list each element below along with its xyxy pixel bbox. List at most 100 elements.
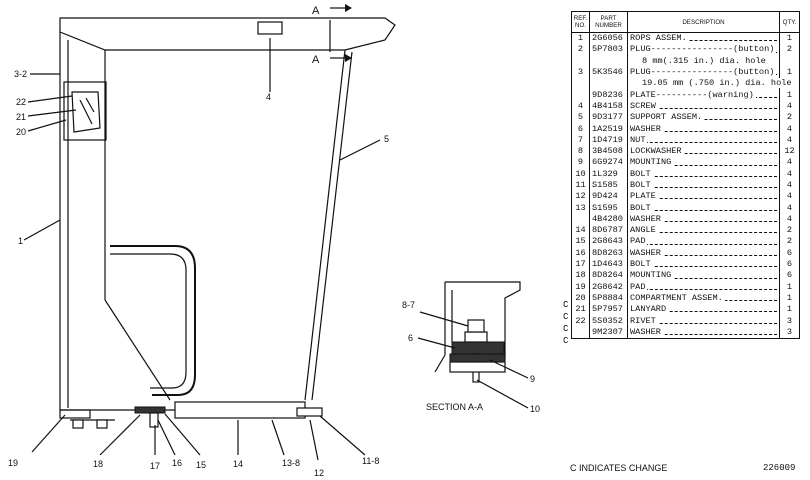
callout-1: 1 — [18, 236, 23, 246]
parts-table-header: REF. NO. PART NUMBER DESCRIPTION QTY. — [571, 11, 800, 33]
change-legend: C INDICATES CHANGE — [570, 463, 668, 473]
row-description: BOLT — [627, 258, 780, 271]
row-part-number: 2G6056 — [589, 32, 628, 45]
callout-9: 9 — [530, 374, 535, 384]
row-quantity: 1 — [779, 281, 800, 293]
row-part-number: 9D424 — [589, 191, 628, 203]
callout-11-8: 11-8 — [362, 456, 379, 466]
table-row: 8 mm(.315 in.) dia. hole — [571, 55, 800, 67]
row-description: 19.05 mm (.750 in.) dia. hole — [627, 78, 794, 90]
row-ref-no: 14 — [571, 225, 590, 237]
row-description: PLATE — [627, 191, 780, 203]
callout-16: 16 — [172, 458, 182, 468]
rops-frame — [59, 4, 396, 429]
callout-5: 5 — [384, 134, 389, 144]
row-description: SUPPORT ASSEM. — [627, 112, 780, 124]
row-ref-no — [571, 78, 590, 90]
row-quantity: 6 — [779, 247, 800, 259]
row-quantity: 4 — [779, 179, 800, 192]
row-description: NUT — [627, 134, 780, 146]
row-quantity: 4 — [779, 168, 800, 180]
callout-19: 19 — [8, 458, 18, 468]
section-a-a-detail — [417, 281, 529, 409]
row-ref-no: 18 — [571, 270, 590, 282]
row-quantity: 4 — [779, 213, 800, 226]
row-quantity — [779, 55, 800, 67]
row-quantity: 1 — [779, 66, 800, 79]
row-ref-no: 6 — [571, 123, 590, 135]
row-part-number: 8D8264 — [589, 270, 628, 282]
row-part-number: 5S0352 — [589, 315, 628, 327]
row-part-number — [589, 78, 628, 90]
row-description: PAD — [627, 281, 780, 293]
row-ref-no: 12 — [571, 191, 590, 203]
callout-21: 21 — [16, 112, 26, 122]
row-part-number: 5P7803 — [589, 44, 628, 56]
row-ref-no: 15 — [571, 236, 590, 248]
row-ref-no: 8 — [571, 145, 590, 158]
callout-13-8: 13-8 — [282, 458, 300, 468]
row-ref-no: 2 — [571, 44, 590, 56]
header-ref: REF. NO. — [571, 11, 590, 33]
row-part-number: 6G9274 — [589, 157, 628, 169]
row-quantity: 4 — [779, 100, 800, 113]
row-ref-no: 17 — [571, 258, 590, 271]
row-ref-no: 16 — [571, 247, 590, 259]
change-mark: C — [563, 300, 569, 310]
row-quantity: 4 — [779, 123, 800, 135]
callout-18: 18 — [93, 459, 103, 469]
callout-4: 4 — [266, 92, 271, 102]
row-part-number: 1D4719 — [589, 134, 628, 146]
row-ref-no: 20 — [571, 292, 590, 305]
row-description: WASHER — [627, 247, 780, 259]
row-description: RIVET — [627, 315, 780, 327]
row-description: MOUNTING — [627, 270, 780, 282]
row-quantity: 2 — [779, 44, 800, 56]
row-part-number: 9M2307 — [589, 326, 628, 339]
row-part-number: 2G8642 — [589, 281, 628, 293]
row-part-number: S1595 — [589, 202, 628, 214]
row-quantity: 4 — [779, 134, 800, 146]
row-part-number: S1585 — [589, 179, 628, 192]
row-description: BOLT — [627, 179, 780, 192]
change-mark: C — [563, 324, 569, 334]
row-part-number — [589, 55, 628, 67]
row-quantity: 4 — [779, 191, 800, 203]
callout-8-7: 8-7 — [402, 300, 415, 310]
row-part-number: 2G8643 — [589, 236, 628, 248]
row-ref-no: 4 — [571, 100, 590, 113]
row-description: COMPARTMENT ASSEM. — [627, 292, 780, 305]
callout-15: 15 — [196, 460, 206, 470]
row-ref-no: 7 — [571, 134, 590, 146]
row-part-number: 4B4158 — [589, 100, 628, 113]
row-quantity: 1 — [779, 292, 800, 305]
callout-22: 22 — [16, 97, 26, 107]
row-ref-no: 5 — [571, 112, 590, 124]
row-ref-no: 22 — [571, 315, 590, 327]
row-part-number: 9D3177 — [589, 112, 628, 124]
table-row: 19.05 mm (.750 in.) dia. hole — [571, 78, 800, 90]
row-description: ANGLE — [627, 225, 780, 237]
row-quantity: 2 — [779, 225, 800, 237]
row-ref-no: 1 — [571, 32, 590, 45]
header-qty: QTY. — [779, 11, 800, 33]
section-title: SECTION A-A — [426, 402, 483, 412]
row-ref-no: 19 — [571, 281, 590, 293]
row-quantity: 3 — [779, 326, 800, 339]
row-ref-no: 3 — [571, 66, 590, 79]
